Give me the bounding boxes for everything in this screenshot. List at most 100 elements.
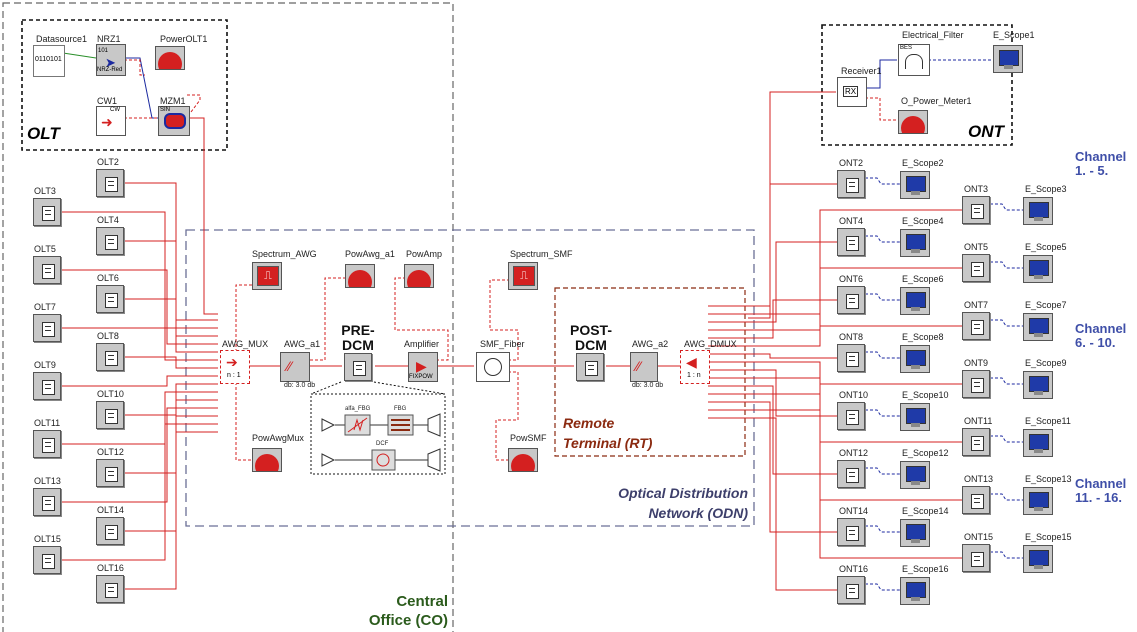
ont-region-border xyxy=(821,24,1013,146)
power-meter-smf-icon[interactable] xyxy=(508,448,538,472)
datasource-label: Datasource1 xyxy=(36,34,88,44)
ont-block[interactable] xyxy=(962,312,990,340)
olt-block[interactable] xyxy=(96,575,124,603)
ont-wire xyxy=(708,385,837,475)
scope-icon[interactable] xyxy=(900,229,930,257)
scope-icon[interactable] xyxy=(900,461,930,489)
awg-a2-attenuator[interactable]: ⁄⁄ xyxy=(630,352,658,382)
power-meter-amp-icon[interactable] xyxy=(404,264,434,288)
awg-mux-block[interactable]: ➔ n : 1 xyxy=(220,350,250,384)
post-dcm-block[interactable] xyxy=(576,353,604,381)
nrz-arrow-icon: ➤ xyxy=(105,55,116,70)
ont-block[interactable] xyxy=(837,228,865,256)
ont-block[interactable] xyxy=(837,576,865,604)
amplifier-icon: ▶ xyxy=(416,358,427,374)
olt-label: OLT11 xyxy=(34,418,61,428)
power-meter-a1-icon[interactable] xyxy=(345,264,375,288)
channel-3-line2: 11. - 16. xyxy=(1075,490,1122,505)
filter-label: Electrical_Filter xyxy=(902,30,964,40)
rt-region-border xyxy=(554,287,746,457)
receiver-block[interactable]: RX xyxy=(837,77,867,107)
scope-icon[interactable] xyxy=(1023,487,1053,515)
channel-1-line1: Channel xyxy=(1075,149,1127,164)
electrical-wire xyxy=(865,583,900,591)
datasource-block[interactable]: 0110101 xyxy=(33,45,65,77)
nrz-bits: 101 xyxy=(98,48,109,54)
power-meter-icon[interactable] xyxy=(155,46,185,70)
pow-amp-label: PowAmp xyxy=(406,249,443,259)
amplifier-label: Amplifier xyxy=(404,339,440,349)
ont-label: ONT7 xyxy=(964,300,989,310)
ont-block[interactable] xyxy=(837,402,865,430)
scope-icon[interactable] xyxy=(1023,545,1053,573)
olt-block[interactable] xyxy=(33,546,61,574)
post-dcm-label: POST- DCM xyxy=(569,322,612,353)
ont-block[interactable] xyxy=(837,518,865,546)
spectrum-analyzer-smf-icon[interactable]: ⎍ xyxy=(508,262,538,290)
pre-dcm-block[interactable] xyxy=(344,353,372,381)
ont-label: ONT2 xyxy=(839,158,864,168)
scope-icon[interactable] xyxy=(993,45,1023,73)
olt-block[interactable] xyxy=(33,488,61,516)
ont-block[interactable] xyxy=(962,370,990,398)
mzm-modulator-block[interactable]: SIN xyxy=(158,106,190,136)
scope-icon[interactable] xyxy=(1023,197,1053,225)
ont-block[interactable] xyxy=(962,486,990,514)
olt-block[interactable] xyxy=(33,256,61,284)
scope-icon[interactable] xyxy=(900,519,930,547)
ont-block[interactable] xyxy=(962,196,990,224)
ont-label: ONT8 xyxy=(839,332,864,342)
olt-block[interactable] xyxy=(96,401,124,429)
ont-block[interactable] xyxy=(962,254,990,282)
scope-icon[interactable] xyxy=(900,171,930,199)
scope-icon[interactable] xyxy=(1023,255,1053,283)
mzm-label: MZM1 xyxy=(160,96,186,106)
scope-icon[interactable] xyxy=(1023,429,1053,457)
awg-a1-attenuator[interactable]: ⁄⁄ xyxy=(280,352,310,382)
electrical-wire xyxy=(865,525,900,533)
olt-block[interactable] xyxy=(96,517,124,545)
spectrum-analyzer-icon[interactable]: ⎍ xyxy=(252,262,282,290)
dcm-detail-border xyxy=(310,393,446,475)
olt-block[interactable] xyxy=(33,430,61,458)
dcm-fbg-label: FBG xyxy=(394,406,407,412)
o-power-meter-icon[interactable] xyxy=(898,110,928,134)
olt-label: OLT6 xyxy=(97,273,119,283)
olt-block[interactable] xyxy=(33,372,61,400)
scope-icon[interactable] xyxy=(1023,371,1053,399)
smf-label: SMF_Fiber xyxy=(480,339,525,349)
ont-label: ONT15 xyxy=(964,532,994,542)
olt-label: OLT4 xyxy=(97,215,119,225)
amplifier-block[interactable]: ▶ FIXPOW xyxy=(408,352,438,382)
olt-block[interactable] xyxy=(96,169,124,197)
olt-block[interactable] xyxy=(96,459,124,487)
scope-icon[interactable] xyxy=(900,345,930,373)
smf-fiber-block[interactable] xyxy=(476,352,510,382)
scope-icon[interactable] xyxy=(900,403,930,431)
electrical-filter-block[interactable]: BES xyxy=(898,44,930,76)
olt-block[interactable] xyxy=(96,343,124,371)
cw-laser-block[interactable]: CW ➜ xyxy=(96,106,126,136)
olt-block[interactable] xyxy=(33,198,61,226)
ont-block[interactable] xyxy=(962,544,990,572)
olt-block[interactable] xyxy=(96,285,124,313)
ont-block[interactable] xyxy=(837,170,865,198)
power-meter-mux-icon[interactable] xyxy=(252,448,282,472)
scope-icon[interactable] xyxy=(1023,313,1053,341)
scope-icon[interactable] xyxy=(900,287,930,315)
olt-label: OLT13 xyxy=(34,476,61,486)
scope-icon[interactable] xyxy=(900,577,930,605)
awg-a1-label: AWG_a1 xyxy=(284,339,321,349)
ont-label: ONT10 xyxy=(839,390,869,400)
ont-block[interactable] xyxy=(837,460,865,488)
olt-wire xyxy=(124,240,218,337)
ont-block[interactable] xyxy=(837,286,865,314)
ont-block[interactable] xyxy=(962,428,990,456)
co-region-border xyxy=(2,2,454,632)
olt-block[interactable] xyxy=(96,227,124,255)
olt-block[interactable] xyxy=(33,314,61,342)
nrz-block[interactable]: 101 ➤ NRZ-Red xyxy=(96,44,126,76)
ont-block[interactable] xyxy=(837,344,865,372)
scope-label: E_Scope13 xyxy=(1025,474,1072,484)
awg-dmux-block[interactable]: ◀ 1 : n xyxy=(680,350,710,384)
